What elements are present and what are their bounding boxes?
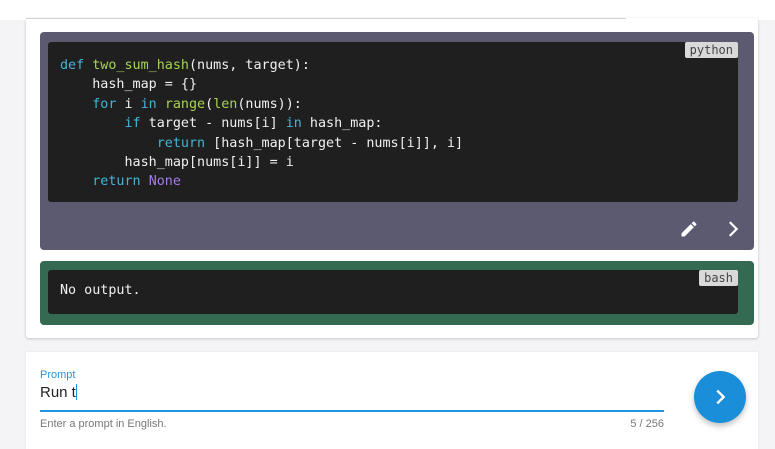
- code-token: [hash_map[target - nums[i]], i]: [205, 135, 464, 151]
- code-token: return: [92, 174, 141, 190]
- edit-button[interactable]: [678, 218, 700, 240]
- top-area: [0, 0, 775, 20]
- code-token: in: [285, 116, 302, 132]
- code-token: [60, 116, 125, 131]
- output-cell: bash No output.: [40, 261, 754, 325]
- code-token: [157, 97, 165, 112]
- prompt-panel: Prompt Run t Enter a prompt in English. …: [26, 352, 758, 449]
- character-counter: 5 / 256: [630, 418, 664, 430]
- code-token: hash_map:: [301, 116, 383, 132]
- code-token: (nums)):: [237, 96, 302, 112]
- chat-message-card: python def two_sum_hash(nums, target): h…: [26, 18, 758, 338]
- text-caret: [75, 384, 77, 400]
- code-token: return: [156, 135, 206, 151]
- code-token: hash_map = {}: [60, 77, 198, 93]
- output-text: No output.: [60, 283, 141, 298]
- input-underline: [40, 410, 664, 412]
- code-token: for: [92, 96, 117, 112]
- code-token: None: [148, 174, 181, 190]
- code-token: hash_map[nums[i]] = i: [60, 155, 294, 171]
- code-cell: python def two_sum_hash(nums, target): h…: [40, 32, 754, 250]
- prompt-label: Prompt: [40, 369, 76, 381]
- code-editor: python def two_sum_hash(nums, target): h…: [48, 42, 738, 202]
- code-token: if: [124, 116, 141, 132]
- code-token: [141, 174, 149, 189]
- send-button[interactable]: [694, 371, 746, 423]
- run-button[interactable]: [722, 218, 744, 240]
- code-token: [60, 136, 157, 151]
- code-actions: [678, 218, 744, 240]
- code-token: two_sum_hash: [92, 58, 189, 73]
- chevron-right-icon: [729, 221, 739, 237]
- code-token: (: [205, 96, 214, 112]
- code-token: len: [213, 96, 238, 112]
- divider: [26, 18, 626, 19]
- output-content: bash No output.: [48, 270, 738, 314]
- code-token: target - nums[i]: [140, 116, 286, 132]
- language-tag: bash: [699, 270, 738, 286]
- code-token: def: [60, 58, 85, 73]
- pencil-icon: [681, 221, 697, 237]
- code-token: (nums, target):: [189, 58, 310, 73]
- code-token: i: [116, 96, 141, 112]
- prompt-input-value: Run t: [40, 384, 76, 401]
- prompt-hint: Enter a prompt in English.: [40, 418, 167, 430]
- code-token: [60, 174, 92, 189]
- code-token: range: [164, 96, 206, 112]
- code-token: [60, 97, 92, 112]
- code-token: in: [140, 96, 157, 112]
- prompt-input[interactable]: Run t: [40, 384, 77, 401]
- chevron-right-icon: [716, 389, 726, 405]
- code-content: def two_sum_hash(nums, target): hash_map…: [60, 56, 463, 192]
- language-tag: python: [684, 42, 738, 58]
